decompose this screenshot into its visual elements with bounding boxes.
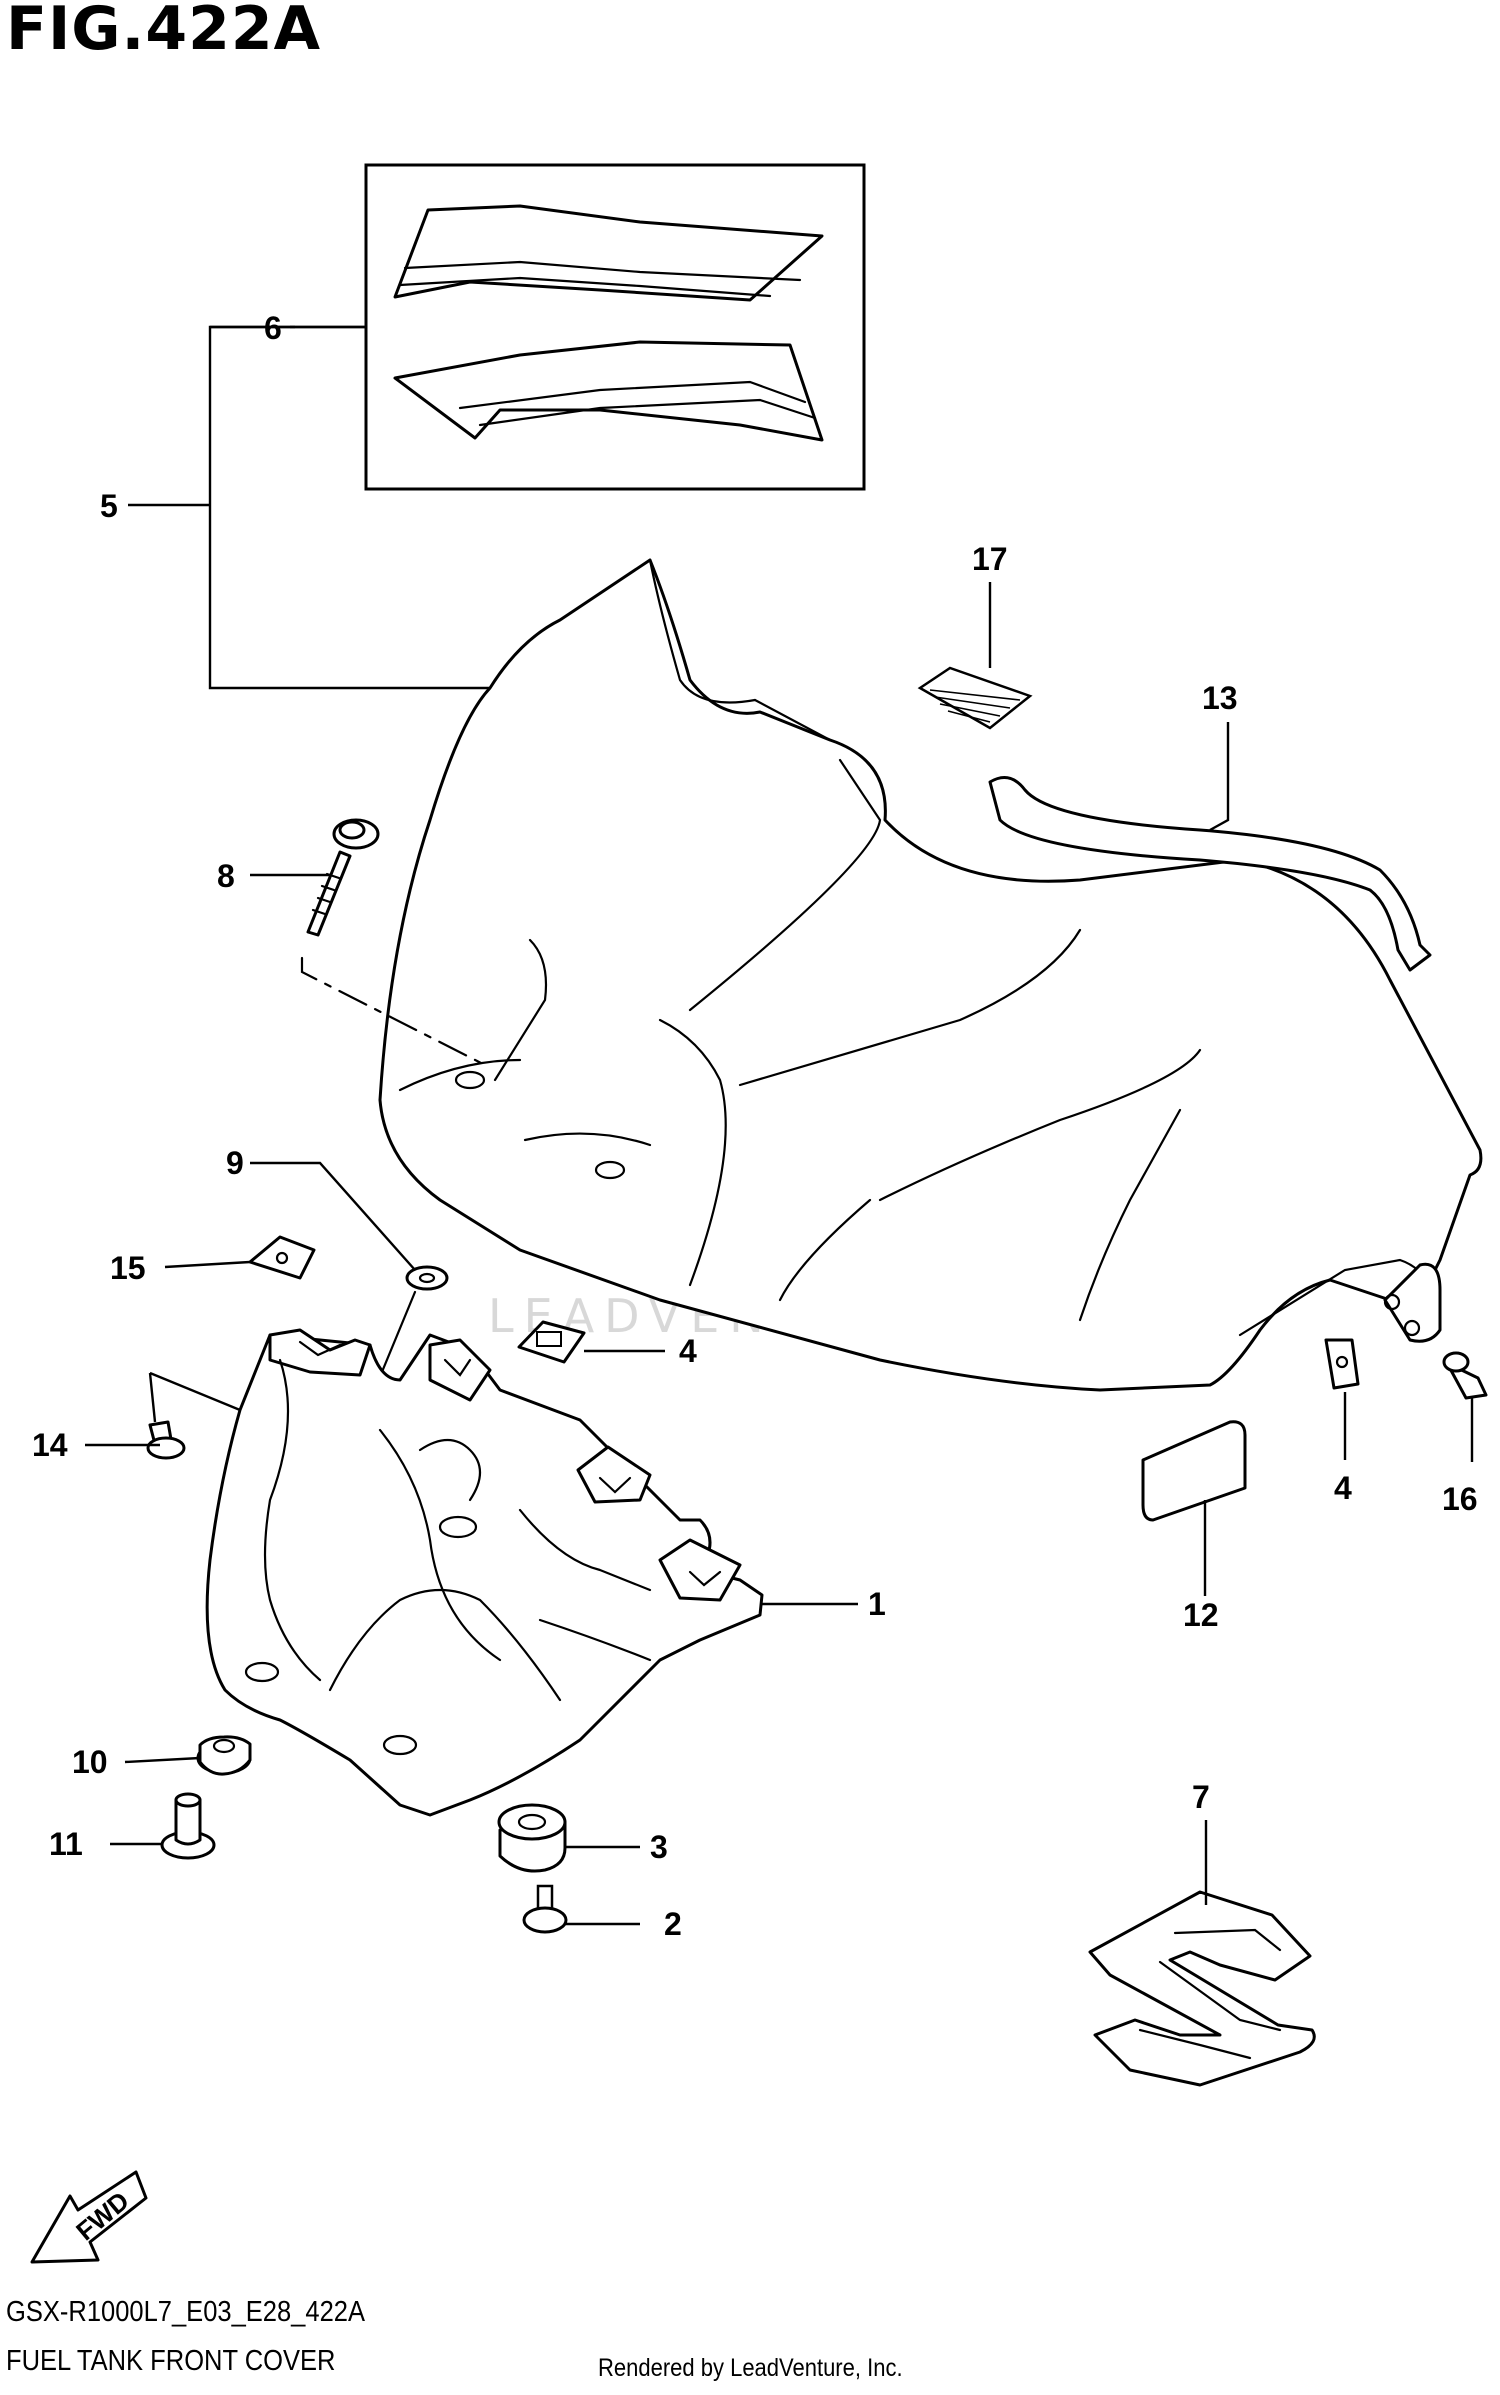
callout-4b: 4 [1334, 1470, 1352, 1506]
clip-nut-4a [517, 1320, 586, 1364]
callout-7: 7 [1192, 1779, 1210, 1815]
clip-15 [248, 1235, 316, 1280]
pad-17 [917, 666, 1033, 730]
callout-16: 16 [1442, 1481, 1478, 1517]
pad-12 [1141, 1420, 1247, 1522]
render-credit: Rendered by LeadVenture, Inc. [598, 2354, 903, 2382]
bolt-8-centerline [300, 956, 487, 1067]
assembly-bracket [128, 325, 490, 690]
model-code: GSX-R1000L7_E03_E28_422A [6, 2296, 365, 2328]
callout-5: 5 [100, 488, 118, 524]
callout-3: 3 [650, 1829, 668, 1865]
collar-11 [160, 1792, 216, 1860]
clip-nut-4b [1324, 1338, 1360, 1390]
bolt-2 [522, 1884, 568, 1934]
rivet-16 [1442, 1351, 1488, 1400]
leader-lines [85, 325, 1474, 1926]
under-cover [205, 1328, 764, 1817]
callout-4a: 4 [679, 1333, 697, 1369]
figure-title: FIG.422A [6, 0, 322, 64]
bolt-8 [306, 818, 380, 937]
washer-9 [405, 1265, 449, 1291]
page-caption: FUEL TANK FRONT COVER [6, 2345, 336, 2377]
callout-15: 15 [110, 1250, 146, 1286]
callout-12: 12 [1183, 1597, 1219, 1633]
grommet-10 [196, 1735, 252, 1776]
trim-strip [988, 776, 1432, 972]
fwd-arrow: FWD [30, 2170, 148, 2264]
front-cover-panel [378, 558, 1483, 1392]
callout-6: 6 [264, 310, 282, 346]
decal-strips-box [364, 163, 866, 491]
emblem-7 [1088, 1890, 1316, 2087]
callout-11: 11 [49, 1826, 83, 1862]
callout-9: 9 [226, 1145, 244, 1181]
callout-14: 14 [32, 1427, 68, 1463]
callout-17: 17 [972, 541, 1008, 577]
callout-1: 1 [868, 1586, 886, 1622]
callouts: 1 2 3 4 4 5 6 7 8 9 10 11 12 13 14 15 16… [32, 310, 1478, 1942]
grommet-3 [497, 1803, 567, 1873]
callout-8: 8 [217, 858, 235, 894]
callout-2: 2 [664, 1906, 682, 1942]
clip-14 [146, 1420, 186, 1460]
callout-10: 10 [72, 1744, 108, 1780]
callout-13: 13 [1202, 680, 1238, 716]
